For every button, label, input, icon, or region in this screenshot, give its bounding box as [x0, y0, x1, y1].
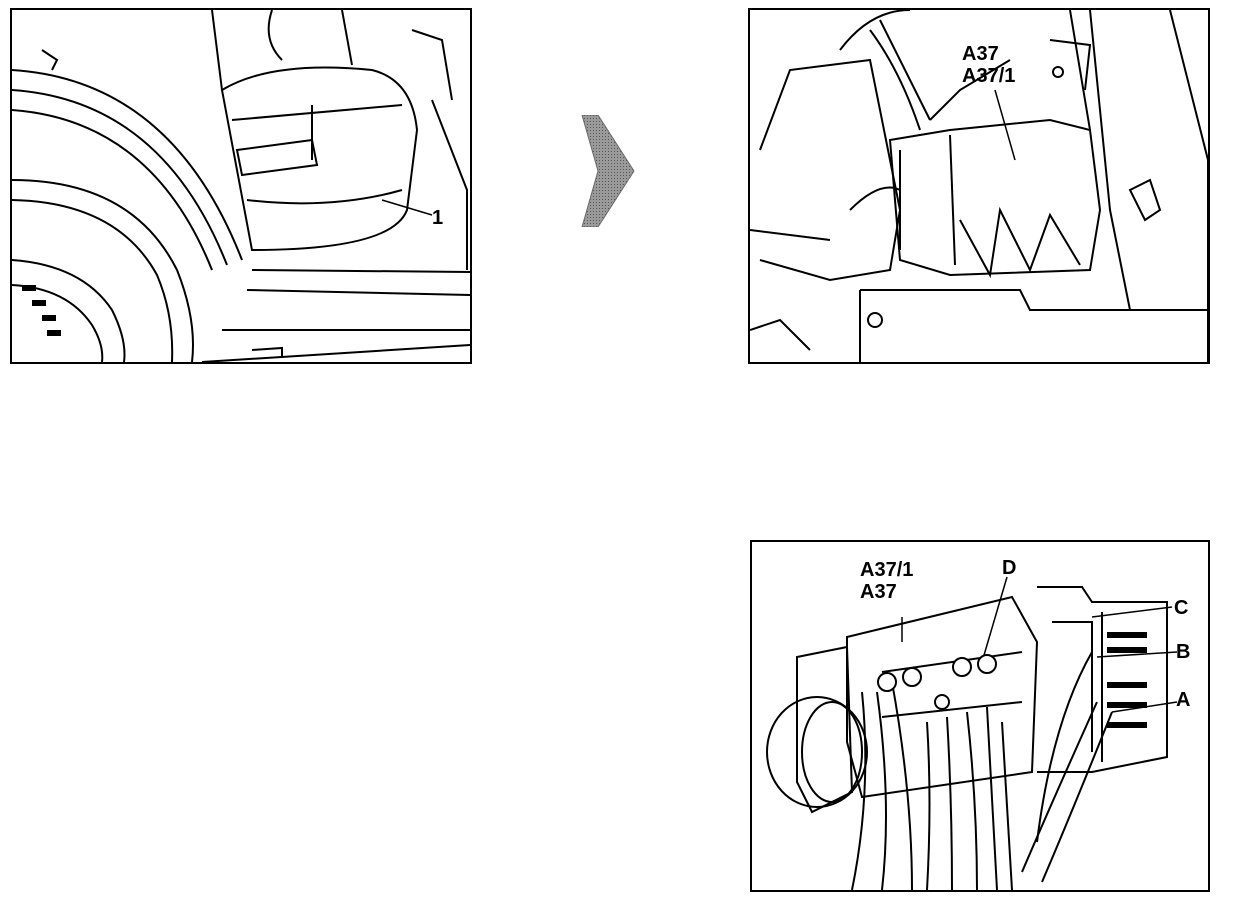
- callout-c: C: [1174, 597, 1189, 619]
- callout-a37-1: A37/1: [962, 65, 1016, 87]
- callout-a37-1-detail: A37/1: [860, 559, 914, 581]
- panel-control-unit-location: A37 A37/1: [748, 8, 1210, 364]
- vehicle-overview-drawing: [12, 10, 470, 362]
- callout-b: B: [1176, 641, 1191, 663]
- panel-control-unit-detail: A37/1 A37 D C B A: [750, 540, 1210, 892]
- callout-a: A: [1176, 689, 1191, 711]
- callout-a37: A37: [962, 43, 999, 65]
- right-arrow-icon: [578, 114, 638, 232]
- control-unit-location-drawing: [750, 10, 1208, 362]
- panel-vehicle-overview: 1: [10, 8, 472, 364]
- callout-1: 1: [432, 207, 444, 229]
- control-unit-detail-drawing: [766, 576, 1178, 890]
- callout-d: D: [1002, 557, 1017, 579]
- callout-a37-detail: A37: [860, 581, 897, 603]
